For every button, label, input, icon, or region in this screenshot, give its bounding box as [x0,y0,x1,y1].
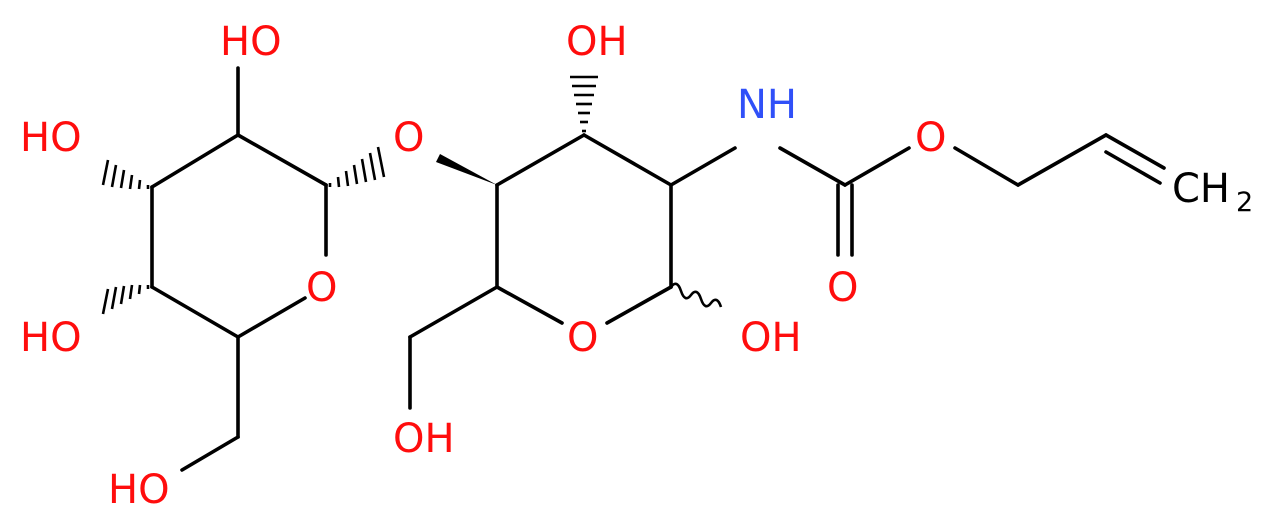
bond-c2-n [669,146,737,187]
bond-c5-ch2-right [408,285,499,339]
bond-ccarbonyl-oester [843,146,911,187]
bond-c3-c2-left [150,133,240,189]
left-ring-hashed-wedges [101,146,386,315]
label-ho-bottom-left: HO [108,467,170,513]
label-oh-hydroxymethyl: OH [393,416,455,462]
bond-ch2-oh-left [180,435,240,472]
left-ring-bonds [150,66,328,472]
label-oh-top-left-ring: HO [220,19,282,65]
label-carbonyl-o: O [827,265,858,311]
bond-c3-c2-right [582,133,673,187]
wavy-bond-anomeric [669,282,723,308]
label-oh-top-mid: OH [566,19,628,65]
label-oh-anomeric: OH [740,315,802,361]
label-ch2-main: CH [1172,166,1230,212]
label-ho-left-lower: HO [20,315,82,361]
right-ring-hashed-wedge [570,75,598,133]
bond-ch-ch2-double-a [1104,133,1166,170]
bond-n-ccarbonyl [778,146,847,187]
bond-ringo-c5-left [236,296,307,339]
right-ring-bonds [408,133,1166,410]
bond-c2-c1-left [236,133,328,187]
label-glycosidic-o: O [393,115,424,161]
label-nh: NH [737,82,797,128]
bond-ringo-c5-right [495,285,564,325]
bond-ch2-ch [1016,133,1108,187]
label-ring-o-right: O [567,315,598,361]
bond-c4-c3-right [495,133,586,187]
label-ring-o-left: O [306,265,337,311]
bond-c5-c4-left [150,285,240,339]
label-ester-o: O [915,115,946,161]
bond-c1-ringo-right [605,285,673,325]
bond-ch-ch2-double-b [1104,150,1162,185]
label-ch2-sub: 2 [1236,187,1253,218]
label-ho-left-upper: HO [20,115,82,161]
atom-labels: HO HO HO O HO O OH NH O CH 2 O O OH OH [20,19,1253,513]
bold-wedge-c4-o [436,154,497,185]
bond-oester-ch2 [953,146,1020,187]
